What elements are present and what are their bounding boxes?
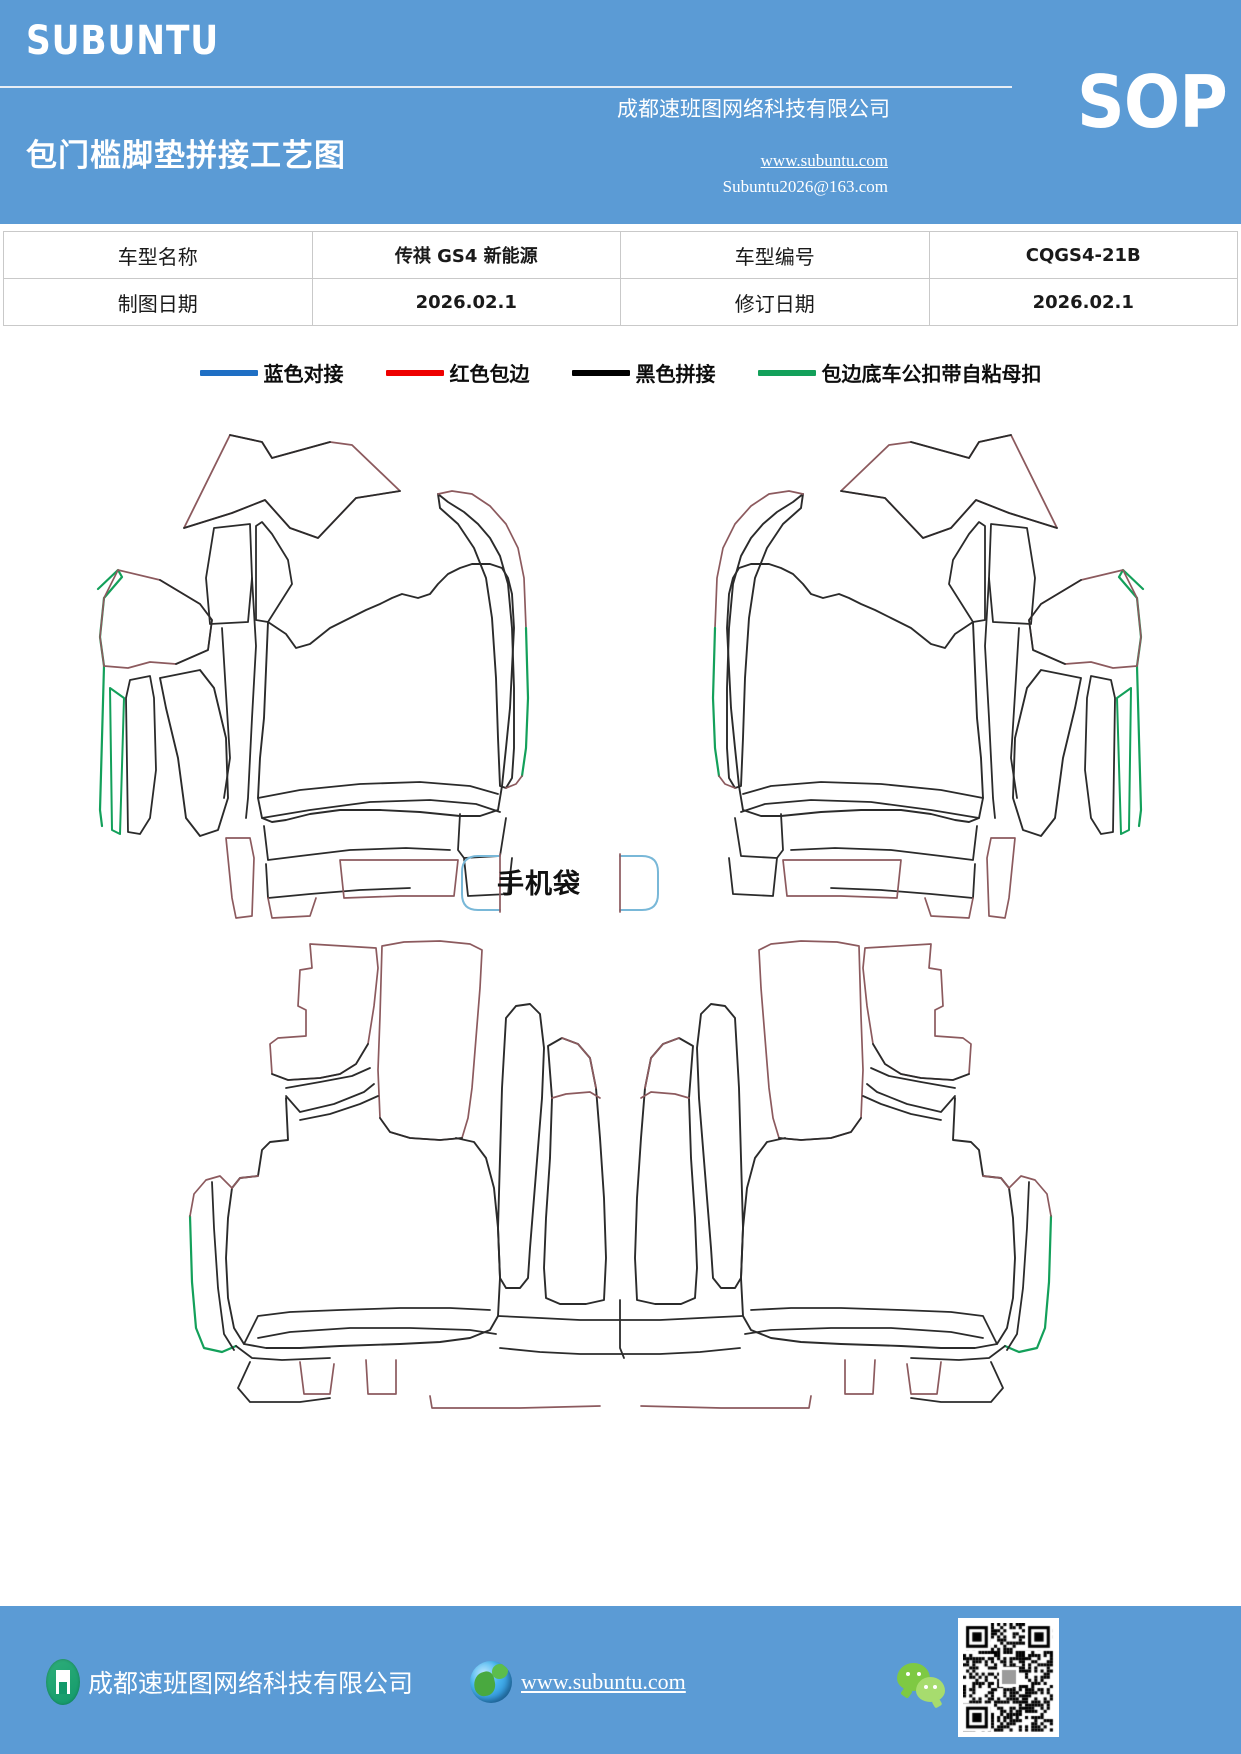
header-email: Subuntu2026@163.com [722, 177, 888, 196]
cell-model-code-label: 车型编号 [620, 231, 930, 279]
legend-label-blue: 蓝色对接 [263, 362, 344, 386]
sop-badge: SOP [1077, 60, 1228, 144]
header-divider [0, 86, 1012, 88]
legend-swatch-blue-icon [199, 369, 258, 376]
vehicle-info-table: 车型名称 传祺 GS4 新能源 车型编号 CQGS4-21B 制图日期 2026… [3, 231, 1238, 326]
footer-website[interactable]: www.subuntu.com [470, 1661, 686, 1703]
page-title: 包门槛脚垫拼接工艺图 [26, 138, 346, 174]
pattern-drawing [0, 398, 1241, 1412]
legend-item-blue: 蓝色对接 [199, 358, 344, 387]
legend: 蓝色对接 红色包边 黑色拼接 包边底车公扣带自粘母扣 [0, 358, 1241, 387]
brand-logo: SUBUNTU [26, 18, 220, 64]
legend-swatch-green-icon [757, 369, 816, 376]
footer-website-link[interactable]: www.subuntu.com [521, 1669, 686, 1694]
wechat-eye-small-left [924, 1685, 928, 1689]
legend-item-black: 黑色拼接 [571, 358, 716, 387]
cell-model-name-value: 传祺 GS4 新能源 [311, 231, 621, 279]
cell-revise-date-value: 2026.02.1 [928, 278, 1238, 326]
phone-pocket-label: 手机袋 [497, 869, 581, 900]
cell-draw-date-label: 制图日期 [3, 278, 313, 326]
footer-company-name: 成都速班图网络科技有限公司 [88, 1671, 414, 1698]
cell-draw-date-value: 2026.02.1 [311, 278, 621, 326]
cell-model-code-value: CQGS4-21B [928, 231, 1238, 279]
qr-code [958, 1618, 1059, 1737]
legend-swatch-red-icon [385, 369, 444, 376]
globe-icon [470, 1661, 512, 1703]
wechat-eye-left [906, 1672, 910, 1676]
legend-item-red: 红色包边 [385, 358, 530, 387]
legend-label-red: 红色包边 [449, 362, 530, 386]
wechat-bubble-small [916, 1677, 945, 1702]
page-footer: 成都速班图网络科技有限公司 www.subuntu.com [0, 1606, 1241, 1754]
legend-label-green: 包边底车公扣带自粘母扣 [821, 362, 1042, 386]
legend-swatch-black-icon [571, 369, 630, 376]
legend-item-green: 包边底车公扣带自粘母扣 [757, 358, 1042, 387]
wechat-icon [897, 1663, 949, 1707]
legend-label-black: 黑色拼接 [635, 362, 716, 386]
cell-model-name-label: 车型名称 [3, 231, 313, 279]
footer-company: 成都速班图网络科技有限公司 [46, 1659, 413, 1705]
wechat-eye-small-right [933, 1685, 937, 1689]
header-company-name: 成都速班图网络科技有限公司 [617, 97, 890, 121]
wechat-eye-right [917, 1672, 921, 1676]
page-header: SUBUNTU 成都速班图网络科技有限公司 包门槛脚垫拼接工艺图 SOP www… [0, 0, 1241, 224]
building-icon [46, 1659, 80, 1705]
cell-revise-date-label: 修订日期 [620, 278, 930, 326]
table-row: 车型名称 传祺 GS4 新能源 车型编号 CQGS4-21B [3, 231, 1238, 279]
header-website-link[interactable]: www.subuntu.com [760, 151, 888, 170]
table-row: 制图日期 2026.02.1 修订日期 2026.02.1 [3, 278, 1238, 326]
